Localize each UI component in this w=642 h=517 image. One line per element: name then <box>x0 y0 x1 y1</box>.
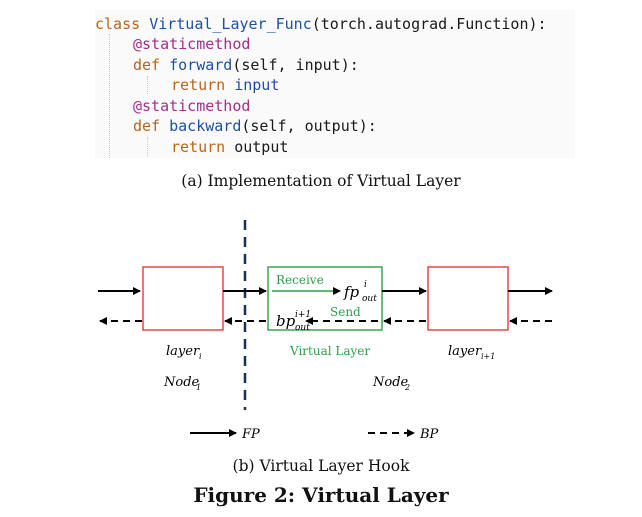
bp-out-label: bp i+1 out <box>276 310 311 333</box>
svg-text:fp: fp <box>343 283 360 301</box>
code-line-decorator: @staticmethod <box>133 97 251 115</box>
svg-text:out: out <box>295 323 310 333</box>
virtual-layer-hook-diagram: Receive Send Virtual Layer fp i out bp i… <box>98 220 553 442</box>
indent-guide <box>147 137 148 157</box>
code-line-return-input: return input <box>171 76 280 94</box>
svg-text:Node: Node <box>163 375 200 390</box>
node2-label: Node 2 <box>372 375 410 392</box>
svg-text:bp: bp <box>276 312 296 330</box>
layer-i1-box <box>427 266 509 331</box>
code-line-def-forward: def forward(self, input): <box>133 56 359 74</box>
layer-i-box <box>142 266 224 331</box>
svg-text:1: 1 <box>196 383 201 392</box>
virtual-layer-label: Virtual Layer <box>289 344 370 358</box>
code-panel: class Virtual_Layer_Func(torch.autograd.… <box>95 10 575 158</box>
svg-text:Node: Node <box>372 375 409 390</box>
code-line-def-backward: def backward(self, output): <box>133 117 377 135</box>
indent-guide <box>109 34 110 158</box>
code-line-return-output: return output <box>171 138 289 156</box>
legend-bp-label: BP <box>419 427 439 442</box>
code-line-decorator: @staticmethod <box>133 35 251 53</box>
virtual-layer-box <box>267 266 383 331</box>
layer-i-label: layer i <box>166 344 202 361</box>
svg-text:layer: layer <box>448 344 482 359</box>
svg-text:out: out <box>362 294 377 304</box>
indent-guide <box>147 76 148 94</box>
svg-text:i+1: i+1 <box>481 352 495 361</box>
svg-text:2: 2 <box>404 383 410 392</box>
code-line-class: class Virtual_Layer_Func(torch.autograd.… <box>95 15 547 33</box>
layer-i1-label: layer i+1 <box>448 344 495 361</box>
send-label: Send <box>330 305 361 319</box>
legend-fp-label: FP <box>241 427 260 442</box>
receive-label: Receive <box>276 273 324 287</box>
node1-label: Node 1 <box>163 375 201 392</box>
svg-text:i: i <box>364 280 367 290</box>
caption-a: (a) Implementation of Virtual Layer <box>181 172 461 190</box>
svg-text:i+1: i+1 <box>295 310 311 320</box>
svg-text:i: i <box>199 352 202 361</box>
svg-text:layer: layer <box>166 344 200 359</box>
figure-title: Figure 2: Virtual Layer <box>193 483 449 507</box>
caption-b: (b) Virtual Layer Hook <box>232 457 410 475</box>
fp-out-label: fp i out <box>343 280 377 304</box>
